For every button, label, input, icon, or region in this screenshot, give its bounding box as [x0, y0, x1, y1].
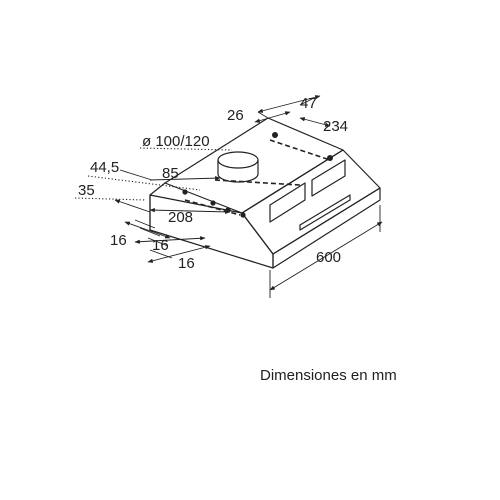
dim-208: 208	[168, 209, 193, 226]
dim-234: 234	[323, 118, 348, 135]
dim-35: 35	[78, 182, 95, 199]
dim-26: 26	[227, 107, 244, 124]
dim-duct-diameter: ø 100/120	[142, 133, 210, 150]
centerlines	[184, 139, 331, 216]
dim-16-c: 16	[178, 255, 195, 272]
dim-85: 85	[162, 165, 179, 182]
dim-600: 600	[316, 249, 341, 266]
exhaust-collar	[217, 151, 259, 183]
dim-44-5: 44,5	[90, 159, 119, 176]
dim-16-a: 16	[110, 232, 127, 249]
dim-16-b: 16	[152, 237, 169, 254]
dim-47: 47	[300, 95, 317, 112]
dimension-lines	[74, 95, 383, 298]
caption: Dimensiones en mm	[260, 367, 397, 384]
